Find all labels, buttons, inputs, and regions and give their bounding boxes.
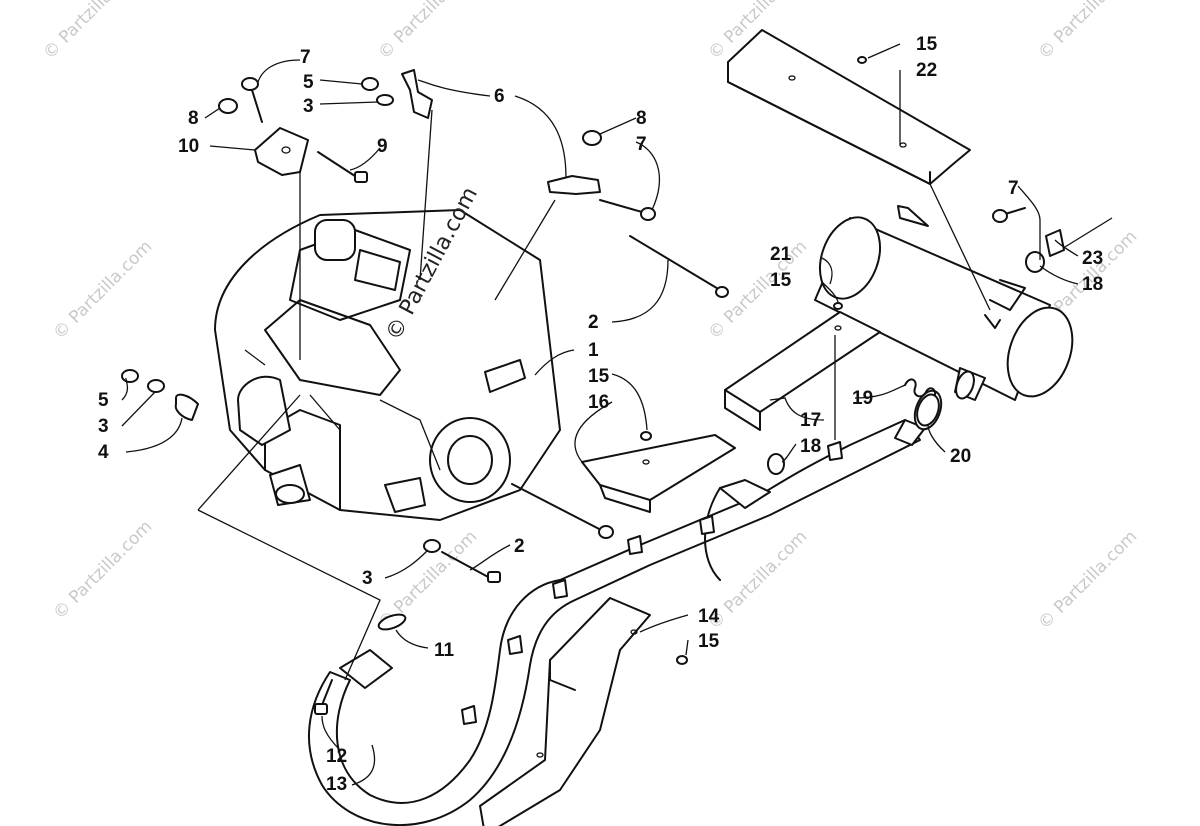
watermark: © Partzilla.com xyxy=(374,0,481,64)
heat-shield-lower xyxy=(581,434,736,513)
callout-label: 3 xyxy=(98,416,109,437)
callout-label: 12 xyxy=(326,746,347,767)
callout-label: 11 xyxy=(434,640,455,661)
watermark: © Partzilla.com xyxy=(49,517,156,624)
watermark: © Partzilla.com xyxy=(1034,0,1141,64)
callout-labels: 7 5 3 8 10 9 6 8 7 2 1 5 3 4 15 16 2 3 1… xyxy=(98,34,1103,795)
heat-shield-long xyxy=(479,597,651,826)
callout-label: 9 xyxy=(377,136,388,157)
callout-label: 7 xyxy=(636,134,647,155)
callout-label: 17 xyxy=(800,410,821,431)
callout-label: 2 xyxy=(514,536,525,557)
callout-label: 22 xyxy=(916,60,937,81)
watermark: © Partzilla.com xyxy=(49,237,156,344)
gasket xyxy=(377,613,407,631)
muffler xyxy=(814,205,1113,401)
callout-label: 7 xyxy=(300,47,311,68)
callout-label: 3 xyxy=(362,568,373,589)
engine: © Partzilla.com xyxy=(214,183,561,521)
heat-shield-middle xyxy=(724,311,881,431)
callout-label: 2 xyxy=(588,312,599,333)
callout-label: 5 xyxy=(98,390,109,411)
callout-label: 20 xyxy=(950,446,971,467)
callout-label: 14 xyxy=(698,606,720,627)
watermark: © Partzilla.com xyxy=(39,0,146,64)
callout-label: 18 xyxy=(1082,274,1103,295)
callout-label: 15 xyxy=(770,270,792,291)
leader-lines xyxy=(121,43,1079,786)
watermark: © Partzilla.com xyxy=(1034,527,1141,634)
callout-label: 3 xyxy=(303,96,314,117)
callout-label: 7 xyxy=(1008,178,1019,199)
callout-label: 4 xyxy=(98,442,109,463)
callout-label: 15 xyxy=(588,366,610,387)
callout-label: 10 xyxy=(178,136,199,157)
callout-label: 19 xyxy=(852,388,873,409)
callout-label: 13 xyxy=(326,774,347,795)
callout-label: 18 xyxy=(800,436,821,457)
callout-label: 8 xyxy=(188,108,199,129)
callout-label: 15 xyxy=(916,34,938,55)
callout-label: 23 xyxy=(1082,248,1103,269)
callout-label: 5 xyxy=(303,72,314,93)
callout-label: 21 xyxy=(770,244,792,265)
callout-label: 15 xyxy=(698,631,720,652)
callout-label: 8 xyxy=(636,108,647,129)
fasteners xyxy=(121,56,1065,715)
callout-label: 6 xyxy=(494,86,505,107)
callout-label: 16 xyxy=(588,392,609,413)
callout-label: 1 xyxy=(588,340,599,361)
